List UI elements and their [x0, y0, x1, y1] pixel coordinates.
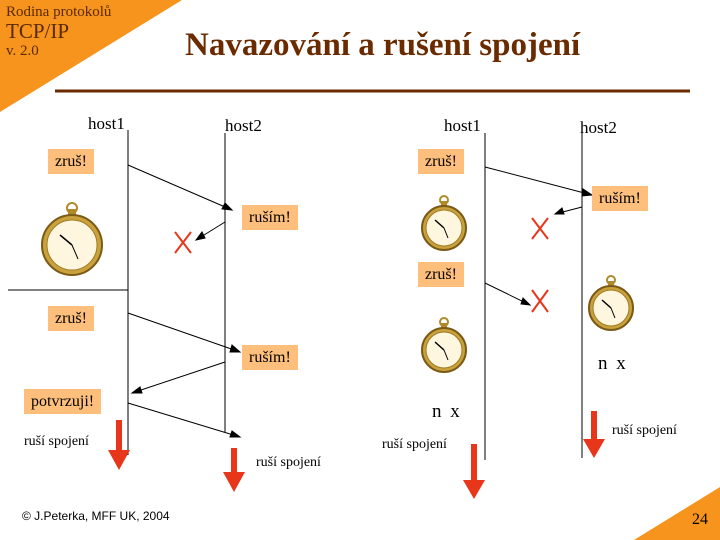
right-msg-zrus-2: zruš! [418, 262, 464, 288]
right-host2-repeat-count: n x [598, 353, 628, 374]
right-arrowhead-2 [553, 207, 565, 215]
right-rusi-spojeni-host2: ruší spojení [612, 423, 677, 438]
corner-triangle-top-left [0, 0, 182, 112]
page-title: Navazování a rušení spojení [185, 27, 581, 63]
left-arrowhead-1 [221, 202, 234, 211]
left-arrowhead-5 [229, 430, 242, 438]
cross-icon [531, 289, 549, 313]
down-arrow-icon [223, 448, 245, 492]
left-arrow-zrus-1 [127, 164, 233, 211]
course-name: Rodina protokolů [6, 4, 112, 20]
right-rusi-spojeni-host1: ruší spojení [382, 437, 447, 452]
right-host1-repeat-count: n x [432, 401, 462, 422]
down-arrow-icon [583, 411, 605, 458]
right-msg-zrus-1: zruš! [418, 149, 464, 175]
left-arrow-zrus-2 [127, 312, 241, 353]
left-arrowhead-3 [229, 344, 242, 353]
right-host2-label: host2 [580, 118, 617, 137]
stopwatch-icon [421, 195, 467, 251]
left-msg-rusim-1: ruším! [242, 205, 298, 231]
left-msg-potvrzuji: potvrzuji! [24, 389, 102, 415]
right-arrowhead-1 [581, 188, 594, 197]
down-arrow-icon [108, 420, 130, 470]
right-host1-label: host1 [444, 116, 481, 135]
left-msg-zrus-2: zruš! [48, 306, 94, 332]
right-arrow-zrus-1 [484, 166, 593, 196]
left-host2-label: host2 [225, 116, 262, 135]
left-msg-zrus-1: zruš! [48, 149, 94, 175]
left-arrow-rusim-2 [131, 361, 226, 394]
stopwatch-icon [41, 202, 103, 276]
right-msg-rusim: ruším! [592, 186, 648, 212]
left-arrow-potvrzuji [127, 402, 241, 438]
left-arrowhead-4 [130, 386, 143, 394]
stopwatch-icon [421, 317, 467, 373]
left-msg-rusim-2: ruším! [242, 345, 298, 371]
down-arrow-icon [463, 444, 485, 499]
left-rusi-spojeni-host1: ruší spojení [24, 434, 89, 449]
course-subtitle: TCP/IP [6, 19, 70, 43]
page-number: 24 [692, 511, 708, 528]
course-version: v. 2.0 [6, 43, 39, 59]
corner-triangle-bottom-right [634, 487, 720, 540]
left-arrowhead-2 [194, 231, 206, 241]
right-arrowhead-3 [520, 297, 532, 306]
left-rusi-spojeni-host2: ruší spojení [256, 455, 321, 470]
cross-icon [174, 231, 192, 254]
left-host1-label: host1 [88, 114, 125, 133]
cross-icon [531, 217, 549, 240]
stopwatch-icon [588, 275, 634, 331]
copyright-footer: © J.Peterka, MFF UK, 2004 [22, 509, 170, 523]
